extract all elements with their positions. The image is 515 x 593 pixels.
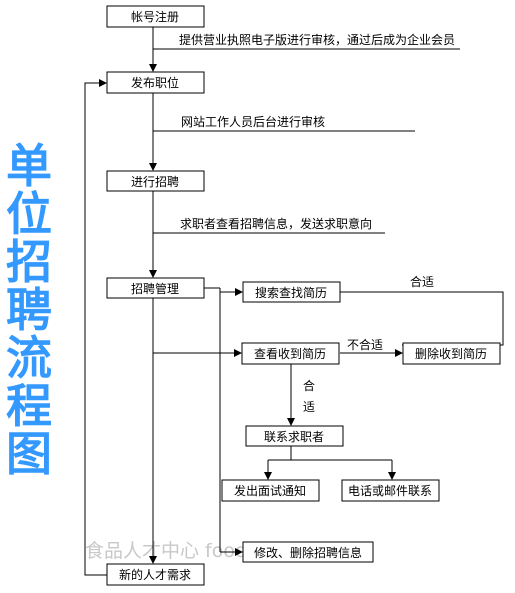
note-seeker-view: 求职者查看招聘信息，发送求职意向 [180, 216, 372, 231]
edge-loop-back [84, 79, 107, 576]
node-delete-received: 删除收到简历 [402, 342, 501, 365]
node-contact: 联系求职者 [245, 425, 344, 447]
node-new-demand: 新的人才需求 [106, 563, 205, 586]
node-view-received: 查看收到简历 [241, 342, 340, 365]
node-recruit-manage: 招聘管理 [106, 277, 205, 299]
label-suitable-vertical: 适 [303, 400, 315, 414]
node-phone-email: 电话或邮件联系 [341, 479, 440, 502]
node-register-label: 帐号注册 [131, 9, 179, 24]
side-title-char: 位 [6, 187, 52, 241]
node-interview: 发出面试通知 [221, 479, 320, 502]
node-new-demand-label: 新的人才需求 [119, 567, 191, 582]
node-recruiting: 进行招聘 [106, 170, 205, 192]
note-staff-review: 网站工作人员后台进行审核 [181, 114, 325, 129]
label-unsuitable: 不合适 [347, 337, 383, 352]
side-title-char: 单 [6, 139, 52, 193]
node-recruit-manage-label: 招聘管理 [131, 281, 179, 296]
side-title-char: 图 [6, 427, 52, 481]
note-license-review: 提供营业执照电子版进行审核，通过后成为企业会员 [179, 32, 455, 47]
node-view-received-label: 查看收到简历 [254, 347, 326, 361]
node-recruiting-label: 进行招聘 [131, 175, 179, 189]
node-modify-delete: 修改、删除招聘信息 [242, 541, 374, 563]
node-search-resume-label: 搜索查找简历 [255, 285, 327, 300]
node-interview-label: 发出面试通知 [234, 483, 306, 498]
node-post-job-label: 发布职位 [131, 75, 179, 90]
label-suitable: 合适 [410, 274, 434, 289]
label-suitable-vertical: 合 [303, 378, 315, 393]
side-title: 单 位 招 聘 流 程 图 [6, 139, 52, 481]
node-search-resume: 搜索查找简历 [242, 281, 341, 303]
side-title-char: 流 [6, 331, 52, 385]
side-title-char: 聘 [6, 283, 52, 337]
node-register: 帐号注册 [106, 5, 205, 28]
node-post-job: 发布职位 [106, 71, 205, 94]
side-title-char: 程 [6, 379, 52, 433]
flow-edges [84, 27, 504, 576]
node-phone-email-label: 电话或邮件联系 [348, 484, 432, 498]
node-modify-delete-label: 修改、删除招聘信息 [254, 545, 362, 560]
node-delete-received-label: 删除收到简历 [415, 346, 487, 361]
side-title-char: 招 [6, 235, 52, 289]
node-contact-label: 联系求职者 [264, 430, 324, 444]
